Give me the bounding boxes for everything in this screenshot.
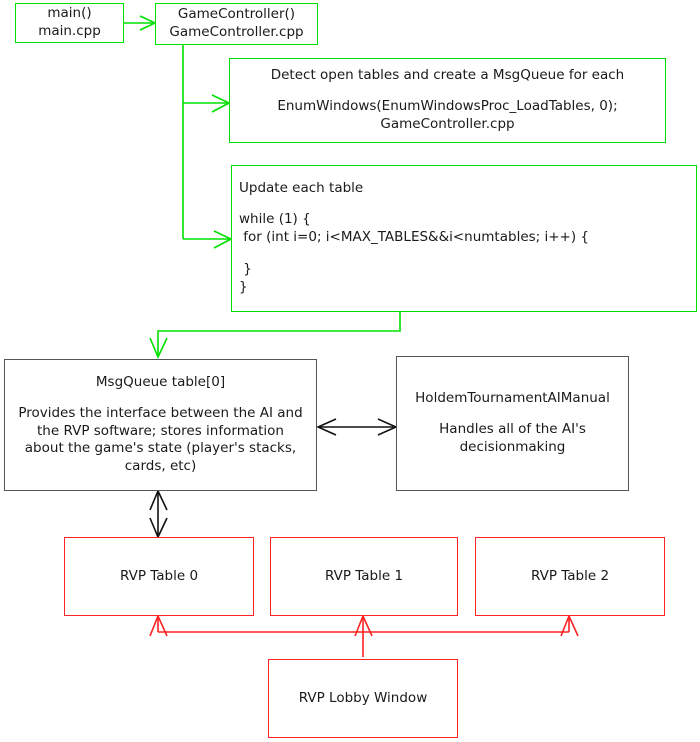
node-rvp-lobby[interactable]: RVP Lobby Window (268, 659, 458, 738)
edge-msgqueue-to-rvp-table-0 (149, 489, 168, 539)
edge-main-to-gamecontroller (124, 15, 157, 31)
node-detect-tables-file: GameController.cpp (380, 115, 515, 132)
node-rvp-table-2[interactable]: RVP Table 2 (475, 537, 665, 616)
node-msgqueue[interactable]: MsgQueue table[0] Provides the interface… (4, 359, 317, 491)
node-gamecontroller[interactable]: GameController() GameController.cpp (155, 3, 318, 45)
node-gamecontroller-line-1: GameController() (177, 6, 296, 23)
node-ai-manual[interactable]: HoldemTournamentAIManual Handles all of … (396, 356, 629, 491)
node-gamecontroller-line-2: GameController.cpp (169, 24, 304, 40)
node-detect-tables[interactable]: Detect open tables and create a MsgQueue… (229, 58, 666, 143)
edge-msgqueue-to-ai (316, 418, 398, 436)
node-rvp-lobby-label: RVP Lobby Window (298, 689, 428, 706)
node-rvp-table-2-label: RVP Table 2 (530, 567, 610, 584)
node-update-tables-code-3 (239, 246, 696, 261)
node-main[interactable]: main() main.cpp (15, 3, 124, 43)
node-rvp-table-1-label: RVP Table 1 (324, 567, 404, 584)
node-ai-manual-desc-2: decisionmaking (459, 438, 566, 455)
node-msgqueue-desc-3: about the game's state (player's stacks, (24, 440, 297, 457)
edge-gamecontroller-to-update (183, 230, 233, 249)
node-msgqueue-desc-2: the RVP software; stores information (37, 422, 284, 439)
node-main-line-1: main() (47, 5, 92, 22)
node-update-tables-code-2: for (int i=0; i<MAX_TABLES&&i<numtables;… (239, 228, 590, 245)
node-rvp-table-0[interactable]: RVP Table 0 (64, 537, 254, 616)
spacer (239, 198, 696, 211)
node-msgqueue-desc-4: cards, etc) (124, 458, 197, 475)
node-msgqueue-desc-1: Provides the interface between the AI an… (18, 404, 303, 421)
node-update-tables-code-4: } (239, 261, 252, 278)
node-rvp-table-0-label: RVP Table 0 (119, 567, 199, 584)
node-ai-manual-desc-1: Handles all of the AI's (439, 421, 586, 438)
node-main-line-2: main.cpp (38, 23, 101, 39)
node-update-tables-code-5: } (239, 279, 248, 296)
node-update-tables-content: Update each table while (1) { for (int i… (232, 180, 696, 297)
node-update-tables-code-1: while (1) { (239, 210, 311, 227)
node-detect-tables-heading: Detect open tables and create a MsgQueue… (270, 67, 625, 84)
node-rvp-table-1[interactable]: RVP Table 1 (270, 537, 458, 616)
node-update-tables[interactable]: Update each table while (1) { for (int i… (231, 165, 697, 312)
node-detect-tables-call: EnumWindows(EnumWindowsProc_LoadTables, … (277, 98, 618, 115)
edge-lobby-to-rvp-tables (149, 613, 579, 657)
node-ai-manual-title: HoldemTournamentAIManual (415, 390, 610, 407)
node-update-tables-heading: Update each table (239, 179, 364, 196)
edge-gamecontroller-to-detect (183, 94, 231, 113)
node-msgqueue-title: MsgQueue table[0] (95, 373, 226, 390)
